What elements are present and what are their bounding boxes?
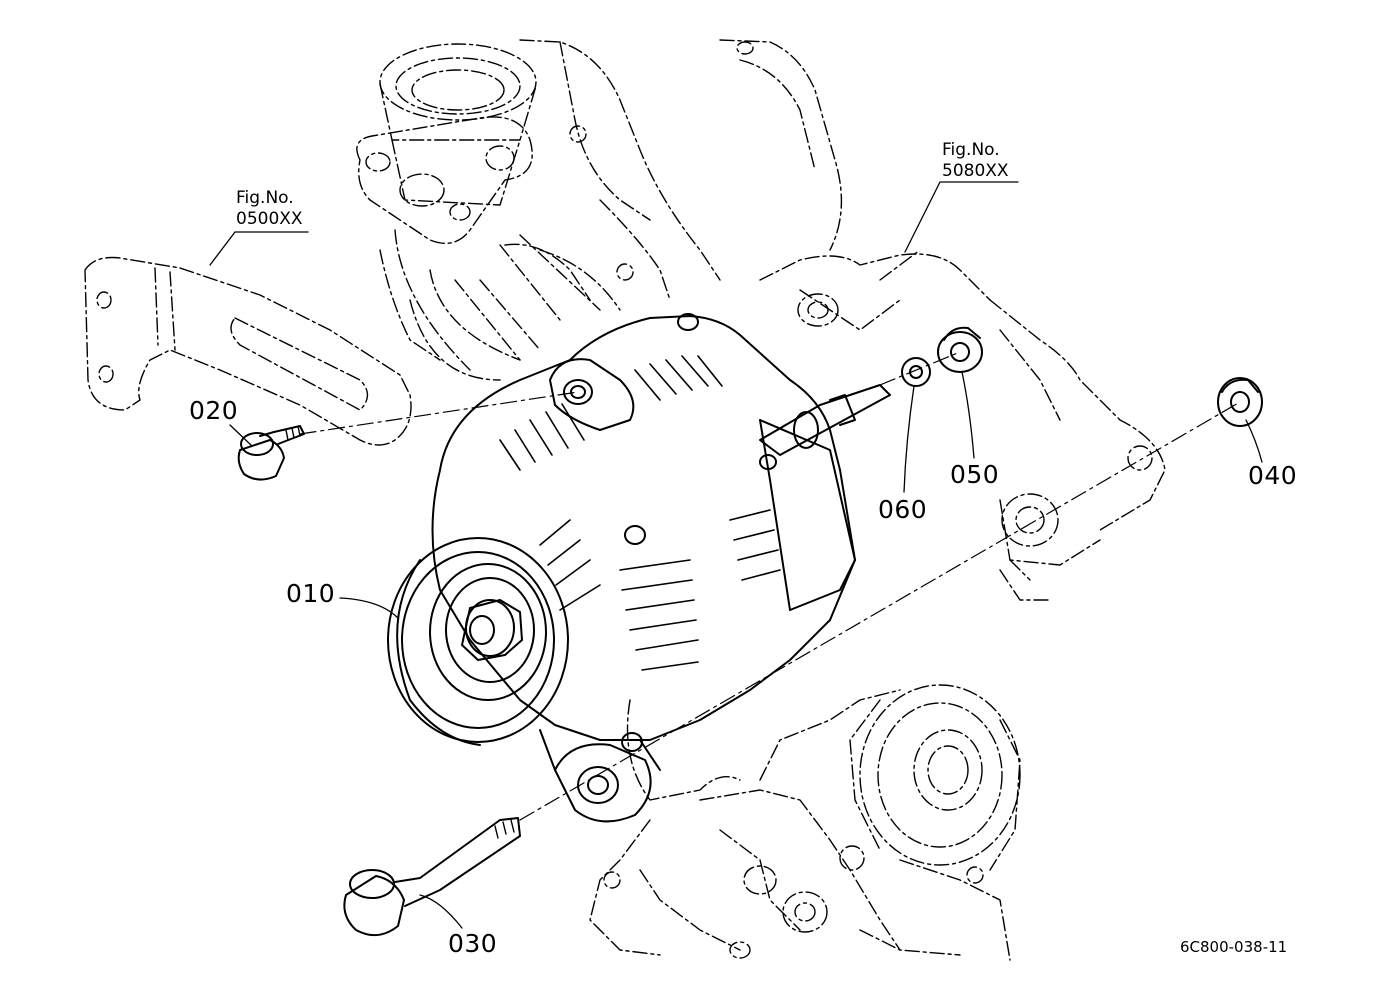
bolt-020 [237, 425, 305, 481]
engine-block-phantom [356, 39, 1166, 961]
callout-040: 040 [1248, 461, 1298, 490]
leader-050 [961, 371, 975, 459]
callout-020: 020 [189, 396, 239, 425]
callout-060: 060 [878, 495, 928, 524]
fig-ref-0500xx-line1: Fig.No. [236, 188, 294, 208]
alternator-010 [387, 313, 891, 823]
fig-ref-5080xx-line2: 5080XX [942, 161, 1009, 181]
leader-fig5080 [904, 181, 1019, 253]
fig-ref-5080xx: Fig.No. 5080XX [942, 140, 1009, 182]
assembly-axis-lines [299, 351, 1241, 821]
leader-060 [903, 385, 915, 493]
drawing-number: 6C800-038-11 [1180, 938, 1288, 956]
adjusting-bracket [84, 256, 412, 446]
fig-ref-5080xx-line1: Fig.No. [942, 140, 1000, 160]
leader-040 [1245, 419, 1263, 463]
leader-030 [419, 894, 463, 929]
callout-050: 050 [950, 460, 1000, 489]
flange-nut-050 [937, 326, 983, 373]
leader-fig0500 [209, 231, 309, 266]
callout-010: 010 [286, 579, 336, 608]
fig-ref-0500xx: Fig.No. 0500XX [236, 188, 303, 230]
callout-030: 030 [448, 929, 498, 958]
leader-020 [229, 424, 253, 447]
washer-060 [901, 357, 931, 387]
flange-nut-040 [1217, 377, 1263, 427]
leader-lines [209, 181, 1263, 929]
leader-010 [339, 597, 399, 619]
fig-ref-0500xx-line2: 0500XX [236, 209, 303, 229]
bolt-030 [343, 817, 521, 937]
